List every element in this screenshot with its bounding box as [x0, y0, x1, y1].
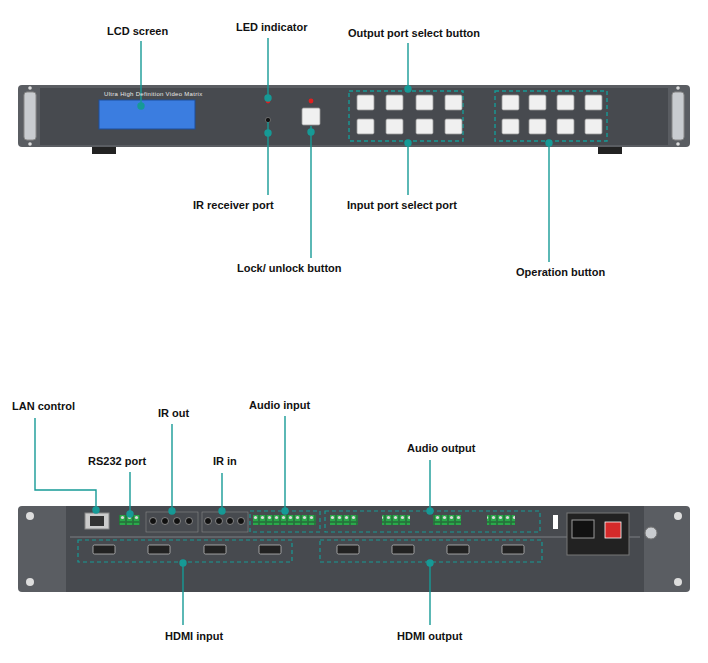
- panel-part: [392, 545, 414, 554]
- ir-jack: [174, 518, 181, 525]
- panel-part: [502, 95, 519, 110]
- front-panel: [18, 85, 690, 154]
- panel-part: [93, 545, 115, 554]
- callout-label: Audio output: [407, 442, 475, 455]
- callout-label: IR out: [158, 407, 189, 420]
- panel-part: [386, 119, 403, 134]
- ir-jack: [162, 518, 169, 525]
- callout-label: RS232 port: [88, 455, 146, 468]
- ir-jack: [238, 518, 245, 525]
- panel-part: [445, 119, 462, 134]
- panel-part: [557, 119, 574, 134]
- leader-lines: [35, 416, 433, 625]
- ir-jack: [150, 518, 157, 525]
- callout-label: HDMI output: [397, 630, 462, 643]
- panel-title: Ultra High Definition Video Matrix: [104, 91, 202, 98]
- callout-label: HDMI input: [165, 630, 223, 643]
- callout-label: Audio input: [249, 399, 310, 412]
- callout-label: IR in: [213, 455, 237, 468]
- panel-part: [529, 119, 546, 134]
- panel-part: [585, 119, 602, 134]
- ir-jack: [216, 518, 223, 525]
- panel-part: [416, 119, 433, 134]
- callout-label: LAN control: [12, 400, 75, 413]
- panel-part: [259, 545, 281, 554]
- panel-part: [445, 95, 462, 110]
- panel-part: [557, 95, 574, 110]
- panel-part: [357, 119, 374, 134]
- panel-part: [502, 119, 519, 134]
- callout-label: Output port select button: [348, 27, 480, 40]
- panel-part: [357, 95, 374, 110]
- ir-jack: [205, 518, 212, 525]
- panel-part: [337, 545, 359, 554]
- callout-label: Input port select port: [347, 199, 457, 212]
- panel-part: [502, 545, 524, 554]
- panel-part: [204, 545, 226, 554]
- panel-part: [447, 545, 469, 554]
- panel-part: [416, 95, 433, 110]
- ir-jack: [186, 518, 193, 525]
- leader-lines: [138, 38, 552, 262]
- panel-part: [148, 545, 170, 554]
- ir-jack: [227, 518, 234, 525]
- callout-label: Lock/ unlock button: [237, 262, 342, 275]
- rear-panel: [18, 506, 690, 592]
- panel-part: [585, 95, 602, 110]
- callout-label: LCD screen: [107, 25, 168, 38]
- callout-label: LED indicator: [236, 21, 308, 34]
- callout-label: Operation button: [516, 266, 605, 279]
- panel-part: [386, 95, 403, 110]
- callout-label: IR receiver port: [193, 199, 274, 212]
- panel-part: [529, 95, 546, 110]
